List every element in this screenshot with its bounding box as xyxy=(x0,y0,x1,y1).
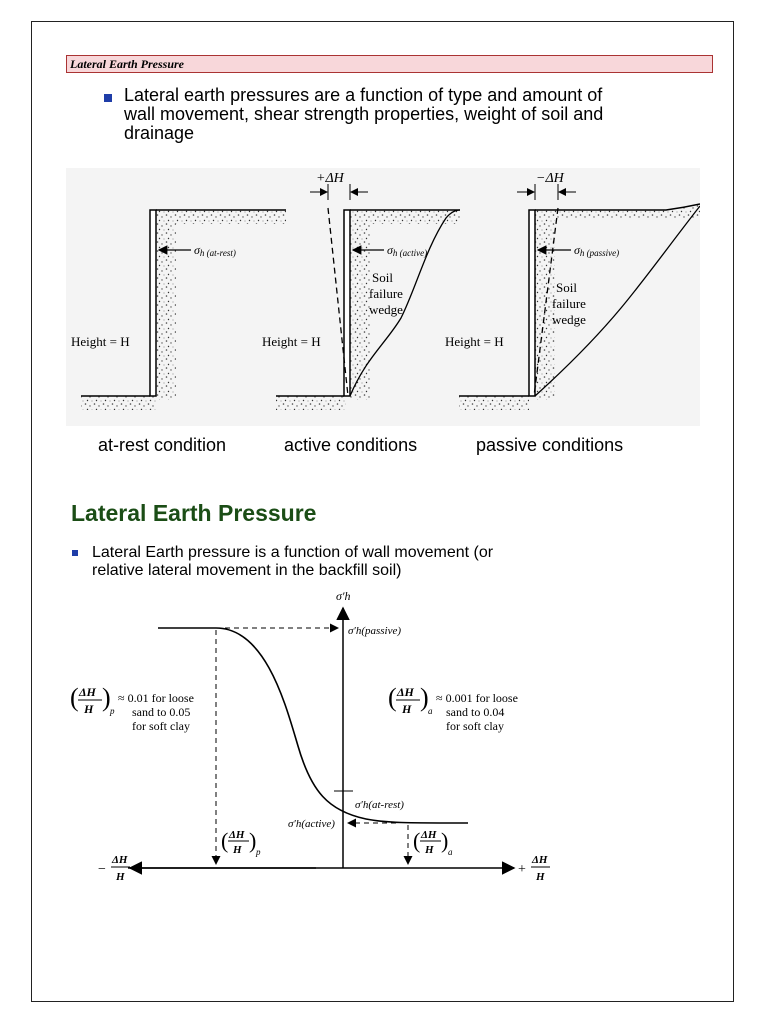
svg-text:ΔH: ΔH xyxy=(228,829,245,841)
bullet-marker xyxy=(104,94,112,102)
wedge-label: wedge xyxy=(369,302,403,317)
wedge-label: Soil xyxy=(556,280,577,295)
wall-conditions-figure: σh (at-rest) Height = H +ΔH σh (active) … xyxy=(66,168,700,426)
right-ratio-note: ( ΔH H ) a ≈ 0.001 for loose sand to 0.0… xyxy=(388,683,518,733)
page-frame xyxy=(31,21,734,1002)
at-rest-label: σ′h(at-rest) xyxy=(355,799,404,811)
svg-text:(: ( xyxy=(70,683,79,712)
left-axis-ratio: ( ΔH H ) p xyxy=(221,828,261,857)
svg-text:sand to 0.04: sand to 0.04 xyxy=(446,705,504,719)
section-title: Lateral Earth Pressure xyxy=(71,500,317,526)
svg-text:(: ( xyxy=(413,828,420,853)
panel-passive: −ΔH σh (passive) Soil failure wedge Heig… xyxy=(445,171,700,410)
svg-text:(: ( xyxy=(221,828,228,853)
svg-text:): ) xyxy=(441,828,448,853)
height-label: Height = H xyxy=(445,334,504,349)
svg-text:ΔH: ΔH xyxy=(396,685,415,699)
passive-label: σ′h(passive) xyxy=(348,625,401,637)
svg-text:for soft clay: for soft clay xyxy=(132,719,190,733)
svg-text:+: + xyxy=(518,862,526,877)
pressure-movement-figure: σ′h σ′h(passive) σ′h(at-rest) σ′h(active… xyxy=(66,586,700,896)
caption-active: active conditions xyxy=(284,435,418,455)
svg-text:H: H xyxy=(115,871,125,883)
bullet-item: Lateral Earth pressure is a function of … xyxy=(72,544,692,580)
active-label: σ′h(active) xyxy=(288,818,335,830)
left-ratio-note: ( ΔH H ) p ≈ 0.01 for loose sand to 0.05… xyxy=(70,683,194,733)
caption-at-rest: at-rest condition xyxy=(98,435,227,455)
svg-text:for soft clay: for soft clay xyxy=(446,719,504,733)
svg-text:a: a xyxy=(448,847,453,857)
svg-text:≈ 0.01 for loose: ≈ 0.01 for loose xyxy=(118,691,194,705)
svg-text:H: H xyxy=(401,702,412,716)
pressure-curve xyxy=(158,627,469,824)
bullet-marker xyxy=(72,550,78,556)
wedge-label: failure xyxy=(369,286,403,301)
sigma-at-rest-label: σh (at-rest) xyxy=(194,243,236,258)
svg-text:ΔH: ΔH xyxy=(111,854,128,866)
svg-text:ΔH: ΔH xyxy=(531,854,548,866)
wedge-label: failure xyxy=(552,296,586,311)
caption-passive: passive conditions xyxy=(476,435,624,455)
svg-text:a: a xyxy=(428,706,433,716)
svg-text:p: p xyxy=(109,706,115,716)
bullet-text: Lateral earth pressures are a function o… xyxy=(124,85,604,143)
sigma-active-label: σh (active) xyxy=(387,243,427,258)
svg-text:H: H xyxy=(424,844,434,856)
delta-h-negative-label: −ΔH xyxy=(536,171,565,186)
svg-text:): ) xyxy=(249,828,256,853)
panel-at-rest: σh (at-rest) Height = H xyxy=(71,209,286,410)
axis-top-label: σ′h xyxy=(336,589,351,603)
svg-text:≈ 0.001 for loose: ≈ 0.001 for loose xyxy=(436,691,518,705)
svg-text:H: H xyxy=(535,871,545,883)
x-axis-positive-label: + ΔH H xyxy=(518,854,550,883)
bullet-item: Lateral earth pressures are a function o… xyxy=(104,86,704,143)
svg-text:H: H xyxy=(83,702,94,716)
svg-text:H: H xyxy=(232,844,242,856)
svg-text:ΔH: ΔH xyxy=(78,685,97,699)
svg-text:−: − xyxy=(98,862,106,877)
panel-active: +ΔH σh (active) Soil failure wedge Heigh… xyxy=(262,171,461,410)
wedge-label: Soil xyxy=(372,270,393,285)
svg-text:(: ( xyxy=(388,683,397,712)
height-label: Height = H xyxy=(71,334,130,349)
svg-text:): ) xyxy=(420,683,429,712)
x-axis-negative-label: − ΔH H xyxy=(98,854,130,883)
right-axis-ratio: ( ΔH H ) a xyxy=(413,828,453,857)
svg-text:p: p xyxy=(255,847,261,857)
bullet-text: Lateral Earth pressure is a function of … xyxy=(92,544,494,579)
page-header: Lateral Earth Pressure xyxy=(66,55,713,73)
height-label: Height = H xyxy=(262,334,321,349)
sigma-passive-label: σh (passive) xyxy=(574,243,619,258)
delta-h-positive-label: +ΔH xyxy=(316,171,345,186)
svg-text:): ) xyxy=(102,683,111,712)
svg-text:sand to 0.05: sand to 0.05 xyxy=(132,705,190,719)
svg-text:ΔH: ΔH xyxy=(420,829,437,841)
wedge-label: wedge xyxy=(552,312,586,327)
